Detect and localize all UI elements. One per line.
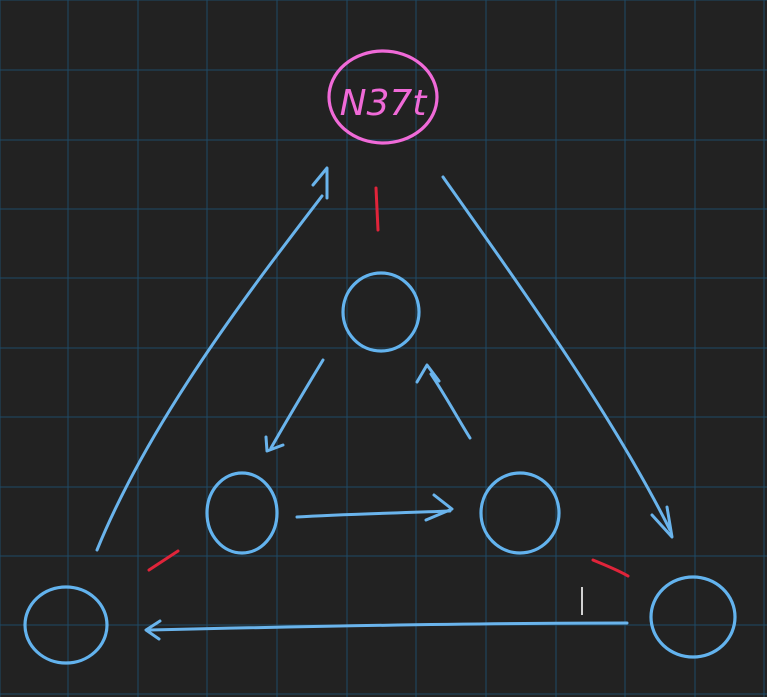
arrow-right-to-center-head: [415, 363, 441, 384]
arrow-bottom-right-to-left-head: [144, 619, 162, 641]
node-bottom-right[interactable]: [649, 575, 737, 659]
arrow-left-to-right: [295, 509, 452, 519]
arrow-right-to-center: [429, 372, 472, 440]
tick-mark-left: [147, 549, 180, 572]
tick-mark-top: [374, 186, 380, 232]
arrow-center-to-left-head: [264, 435, 285, 453]
label-node-text: N37t: [340, 83, 429, 124]
label-node[interactable]: N37t: [327, 49, 439, 145]
arrow-left-to-label: [95, 194, 324, 552]
arrow-label-to-right: [441, 175, 672, 532]
label-node-circle: [327, 49, 439, 145]
arrow-center-to-left: [269, 358, 325, 450]
node-bottom-left[interactable]: [23, 585, 109, 665]
arrow-left-to-right-head: [424, 493, 454, 522]
node-center-top[interactable]: [341, 271, 421, 353]
tick-mark-right: [591, 558, 630, 578]
node-inner-left[interactable]: [205, 471, 279, 555]
arrow-left-to-label-head: [311, 166, 329, 200]
arrow-bottom-right-to-left: [148, 621, 629, 632]
arrow-label-to-right-head: [650, 505, 674, 539]
node-inner-right[interactable]: [479, 471, 561, 555]
